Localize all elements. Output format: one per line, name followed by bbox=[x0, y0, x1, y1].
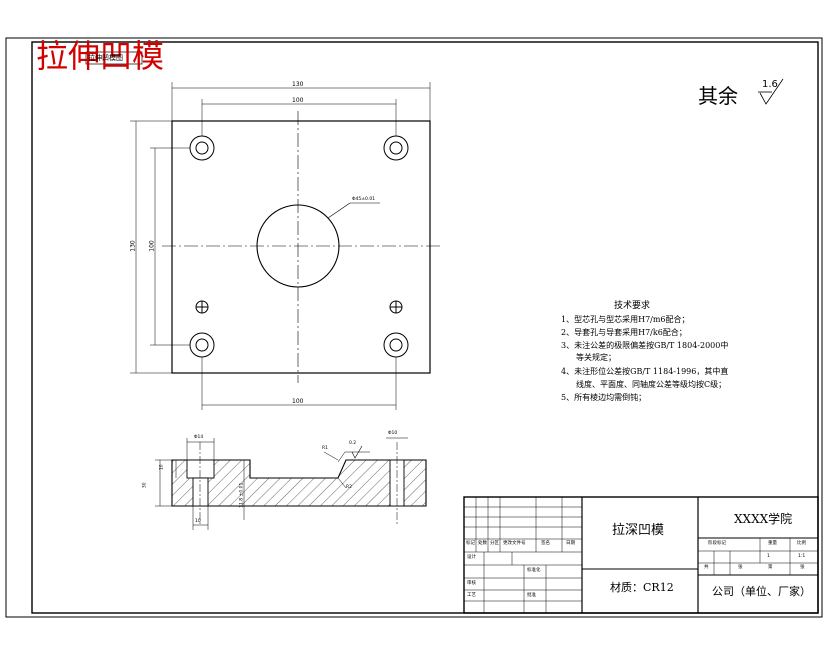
center-hole bbox=[256, 204, 340, 288]
overlay-label-box bbox=[85, 51, 143, 65]
note-line: 2、导套孔与导套采用H7/k6配合； bbox=[561, 328, 687, 337]
tb-sheet-no: 第 bbox=[768, 565, 773, 570]
section-roughness-icon bbox=[351, 445, 363, 459]
plate-outline bbox=[171, 120, 431, 374]
overlay-label: 拉伸凹模图 bbox=[88, 54, 123, 62]
dim-bottom-10: 10 bbox=[195, 519, 201, 524]
dim-outer-width: 130 bbox=[292, 81, 304, 88]
note-line: 线度、平面度、同轴度公差等级均按C级； bbox=[576, 380, 727, 389]
tb-weight-value: 1 bbox=[767, 554, 770, 559]
roughness-label: 其余 bbox=[698, 84, 738, 108]
tb-role-process: 工艺 bbox=[467, 593, 476, 598]
company: 公司（单位、厂家） bbox=[712, 585, 811, 598]
dim-hole-dia: Φ14 bbox=[194, 435, 204, 440]
school-name: XXXX学院 bbox=[734, 512, 793, 526]
roughness-value: 1.6 bbox=[762, 79, 778, 90]
dim-inner-width-bottom: 100 bbox=[292, 398, 304, 405]
tb-role-review: 审核 bbox=[467, 581, 476, 586]
dim-pin-10: Φ10 bbox=[388, 431, 398, 436]
tb-label-sign: 签名 bbox=[541, 541, 550, 546]
guide-hole bbox=[383, 135, 409, 161]
tb-label-count: 处数 bbox=[478, 541, 487, 546]
dim-recess: 11.8 ±0.01 bbox=[239, 482, 245, 508]
pin-hole bbox=[195, 300, 209, 314]
note-line: 4、未注形位公差按GB/T 1184-1996，其中直 bbox=[561, 367, 729, 376]
tb-scale-value: 1:1 bbox=[798, 554, 806, 559]
tb-sheet: 张 bbox=[800, 565, 805, 570]
top-view bbox=[130, 82, 440, 410]
dim-inner-height: 100 bbox=[148, 240, 156, 252]
title-block-grid bbox=[463, 496, 819, 614]
section-dimension-lines bbox=[155, 437, 408, 530]
dim-depth-10: 10 bbox=[159, 464, 165, 471]
stamp-title: 拉伸凹模 bbox=[36, 37, 165, 75]
tb-stage-label: 阶段标记 bbox=[708, 541, 726, 546]
tb-sheets: 张 bbox=[738, 565, 743, 570]
tb-role-approve: 批准 bbox=[527, 593, 536, 598]
pin-hole bbox=[389, 300, 403, 314]
tb-scale-label: 比例 bbox=[797, 541, 806, 546]
note-line: 3、未注公差的极限偏差按GB/T 1804-2000中 bbox=[561, 341, 729, 350]
tb-role-design: 设计 bbox=[467, 555, 476, 560]
dim-radius-r2: R2 bbox=[346, 485, 352, 490]
roughness-symbol-icon bbox=[758, 78, 784, 105]
section-body bbox=[171, 459, 427, 507]
outer-border bbox=[5, 37, 823, 618]
bolt-hole bbox=[192, 477, 209, 507]
inner-border bbox=[31, 41, 819, 614]
note-line: 1、型芯孔与型芯采用H7/m6配合； bbox=[561, 315, 690, 324]
dim-outer-height: 130 bbox=[129, 240, 137, 252]
guide-hole bbox=[189, 135, 215, 161]
section-view bbox=[155, 437, 427, 530]
tb-role-standard: 标准化 bbox=[527, 568, 541, 573]
counterbore bbox=[186, 459, 215, 479]
dim-inner-width-top: 100 bbox=[292, 97, 304, 104]
dim-thickness: 30 bbox=[142, 482, 148, 489]
dim-roughness-02: 0.2 bbox=[349, 441, 357, 446]
center-hole-leader bbox=[327, 202, 351, 219]
tb-total: 共 bbox=[704, 565, 709, 570]
tb-label-change: 更改文件号 bbox=[503, 541, 526, 546]
tb-label-zone: 分区 bbox=[490, 541, 499, 546]
notes-title: 技术要求 bbox=[614, 301, 651, 311]
dim-radius-r1: R1 bbox=[322, 446, 328, 451]
tb-label-date: 日期 bbox=[566, 541, 575, 546]
dim-center-hole: Φ45±0.01 bbox=[352, 197, 376, 202]
guide-hole bbox=[383, 332, 409, 358]
note-line: 5、所有棱边均需倒钝； bbox=[561, 393, 647, 402]
tb-weight-label: 重量 bbox=[768, 541, 777, 546]
part-name: 拉深凹模 bbox=[612, 523, 665, 538]
dimension-lines bbox=[130, 82, 431, 410]
guide-hole bbox=[189, 332, 215, 358]
tb-label-mark: 标记 bbox=[466, 541, 475, 546]
material: 材质：CR12 bbox=[610, 581, 674, 594]
note-line: 等关规定； bbox=[576, 353, 616, 362]
